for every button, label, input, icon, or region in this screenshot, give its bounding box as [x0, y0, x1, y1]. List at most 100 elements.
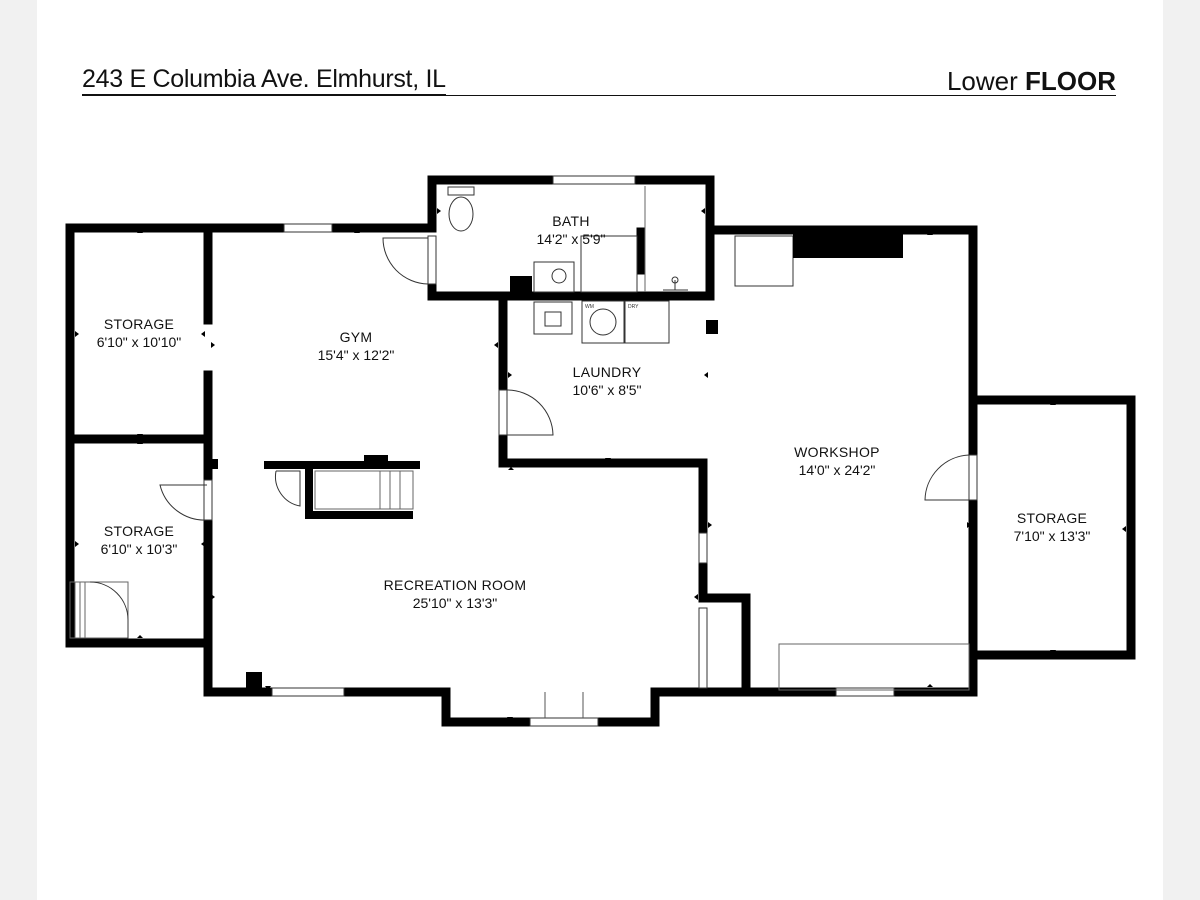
marker [137, 434, 143, 438]
door-storage-sw [203, 479, 213, 521]
storage-nw-name: STORAGE [104, 316, 174, 332]
bath-dims: 14'2" x 5'9" [537, 231, 606, 247]
wall-rec-workshop [698, 560, 751, 697]
washer-label: WM [585, 304, 594, 310]
workshop-name: WORKSHOP [794, 444, 880, 460]
bath-sink-basin [551, 268, 567, 284]
marker [354, 230, 360, 233]
windows [203, 175, 978, 727]
marker [507, 717, 513, 721]
marker [437, 208, 441, 214]
floor-label: Lower FLOOR [947, 66, 1116, 96]
storage-stair-treads [69, 581, 129, 639]
window-workshop-door [968, 454, 978, 501]
wall-west-storage [65, 223, 213, 648]
wall-laundry-west-lower [498, 430, 708, 535]
fixtures: WM DRY [210, 186, 970, 691]
furnace [734, 235, 794, 287]
floor-drain [663, 280, 688, 291]
laundry-sink-basin [544, 311, 562, 327]
gym-name: GYM [340, 329, 373, 345]
storage-e-name: STORAGE [1017, 510, 1087, 526]
door-swing-storage [159, 484, 208, 521]
storage-nw-dims: 6'10" x 10'10" [97, 334, 182, 350]
marker [201, 331, 205, 337]
marker [701, 208, 705, 214]
marker [694, 594, 698, 600]
washer [581, 300, 625, 344]
marker [211, 594, 215, 600]
laundry-dims: 10'6" x 8'5" [573, 382, 642, 398]
marker [967, 522, 971, 528]
marker [1050, 650, 1056, 654]
marker [1050, 402, 1056, 405]
floor-label-suffix: FLOOR [1025, 66, 1116, 96]
bath-column [510, 276, 532, 296]
recreation-dims: 25'10" x 13'3" [413, 595, 498, 611]
storage-sw-name: STORAGE [104, 523, 174, 539]
floor-label-prefix: Lower [946, 66, 1018, 96]
door-swing-laundry [506, 389, 554, 436]
storage-stairs [69, 581, 129, 639]
dryer [624, 300, 670, 344]
dryer-label: DRY [628, 304, 639, 310]
recreation-name: RECREATION ROOM [384, 577, 527, 593]
window-rec-east [698, 532, 708, 564]
laundry-name: LAUNDRY [573, 364, 642, 380]
marker [494, 342, 498, 348]
marker [137, 230, 143, 233]
window-workshop-bottom [835, 687, 895, 697]
room-labels: BATH 14'2" x 5'9" GYM 15'4" x 12'2" STOR… [97, 213, 1091, 611]
door-laundry [498, 389, 508, 436]
storage-stair-door [89, 581, 129, 638]
marker [927, 232, 933, 235]
marker [1122, 526, 1126, 532]
column-rec [246, 672, 262, 690]
washer-drum [589, 308, 617, 336]
door-swings [159, 237, 970, 521]
drain-head [671, 276, 679, 284]
marker [708, 522, 712, 528]
stair-top-wall [264, 461, 420, 469]
marker [75, 541, 79, 547]
sliding-door [698, 607, 708, 689]
marker [137, 440, 143, 444]
door-swing-bath [382, 237, 429, 285]
window-rec-bottom [271, 687, 345, 697]
marker [704, 372, 708, 378]
column-gym [210, 459, 218, 469]
storage-e-dims: 7'10" x 13'3" [1014, 528, 1091, 544]
wall-east-storage [968, 395, 1136, 660]
storage-sw-dims: 6'10" x 10'3" [101, 541, 178, 557]
window-gym [283, 223, 333, 233]
bath-sink [533, 261, 575, 293]
workshop-dims: 14'0" x 24'2" [799, 462, 876, 478]
wall-workshop-top [705, 225, 978, 460]
marker [201, 541, 205, 547]
bay-detail [544, 692, 584, 718]
window-bath [552, 175, 636, 185]
stair-treads [314, 470, 414, 510]
stair-bottom-wall [305, 511, 413, 519]
marker [927, 684, 933, 687]
shower [580, 235, 638, 293]
marker [605, 458, 611, 462]
toilet-tank [447, 186, 475, 196]
stair-lines [379, 471, 401, 509]
wall-bath [427, 175, 715, 301]
toilet-bowl [448, 196, 474, 232]
header-rule [82, 95, 1116, 96]
marker [508, 372, 512, 378]
marker [211, 342, 215, 348]
storage-stair-lines [74, 582, 86, 638]
laundry-sink [533, 301, 573, 335]
column-laundry [706, 320, 718, 334]
dimension-markers [75, 208, 1126, 721]
chimney [793, 234, 903, 258]
door-bath [427, 235, 437, 285]
address-title: 243 E Columbia Ave. Elmhurst, IL [82, 65, 446, 95]
workbench [778, 643, 970, 691]
window-bay [529, 717, 599, 727]
stair-post [364, 455, 388, 463]
